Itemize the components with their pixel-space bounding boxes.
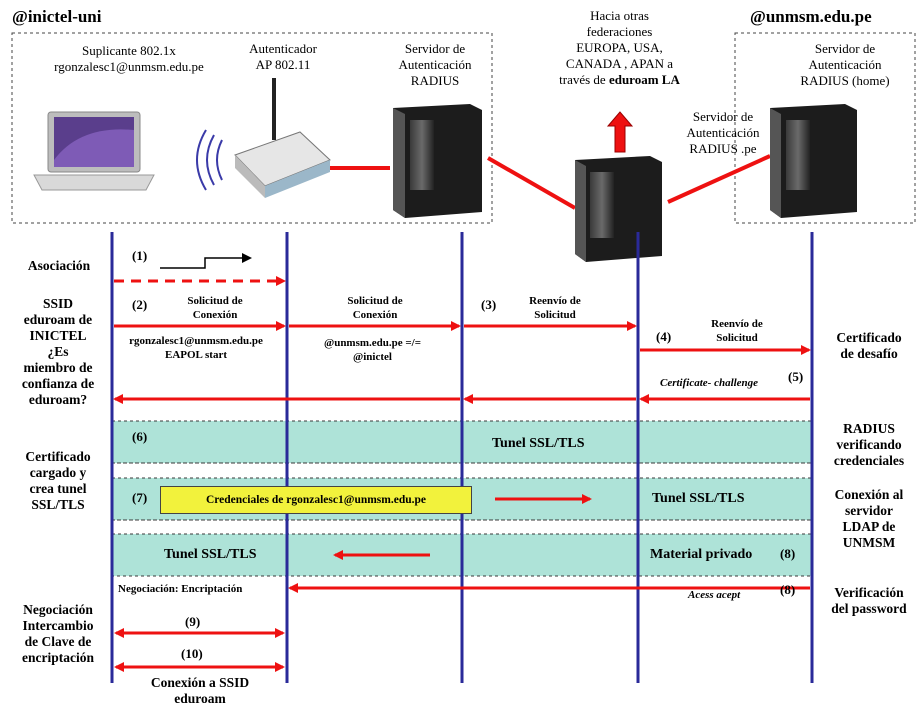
step-5: (5) [788, 369, 804, 384]
label-certificado-desafio: Certificado de desafío [836, 330, 902, 361]
step-1: (1) [132, 248, 148, 263]
step-8-tunnel: (8) [780, 546, 796, 561]
label-asociacion: Asociación [27, 258, 91, 273]
header-radius-pe: Servidor de Autenticación RADIUS .pe [686, 109, 760, 156]
header-suplicante: Suplicante 802.1x rgonzalesc1@unmsm.edu.… [54, 43, 204, 74]
msg-reenvio-2: Reenvío de Solicitud [711, 318, 763, 344]
laptop-icon [33, 111, 155, 191]
up-arrow-icon [606, 111, 634, 153]
server-radius-home-icon [770, 104, 857, 218]
msg-compare: @unmsm.edu.pe =/= @inictel [323, 337, 422, 363]
msg-negociacion: Negociación: Encriptación [118, 583, 243, 595]
label-certificado: Certificado cargado y crea tunel SSL/TLS [25, 449, 91, 512]
step-2: (2) [132, 297, 148, 312]
msg-solicitud-2: Solicitud de Conexión [347, 295, 403, 321]
label-radius-verificando: RADIUS verificando credenciales [833, 421, 905, 468]
label-password: Verificación del password [831, 585, 907, 616]
header-federaciones: Hacia otras federaciones EUROPA, USA, CA… [559, 8, 680, 87]
credentials-box: Credenciales de rgonzalesc1@unmsm.edu.pe [160, 486, 472, 514]
msg-reenvio-1: Reenvío de Solicitud [529, 295, 581, 321]
step-7: (7) [132, 490, 148, 505]
label-ssid: SSID eduroam de INICTEL ¿Es miembro de c… [21, 296, 95, 407]
step-9: (9) [185, 614, 201, 629]
msg-acess-accept: Acess acept [688, 589, 741, 601]
tunnel-label-6: Tunel SSL/TLS [492, 436, 585, 451]
access-point-icon [196, 78, 331, 198]
region-right-title: @unmsm.edu.pe [750, 7, 872, 26]
msg-user-eapol: rgonzalesc1@unmsm.edu.pe EAPOL start [129, 335, 263, 361]
header-autenticador: Autenticador AP 802.11 [249, 41, 317, 72]
step-3: (3) [481, 297, 497, 312]
msg-solicitud-1: Solicitud de Conexión [187, 295, 243, 321]
header-radius-home: Servidor de Autenticación RADIUS (home) [800, 41, 890, 88]
step-8-accept: (8) [780, 582, 796, 597]
label-negociacion: Negociación Intercambio de Clave de encr… [22, 602, 94, 665]
tunnel-label-8: Tunel SSL/TLS [164, 547, 257, 562]
inictel-box [11, 32, 493, 224]
region-left-title: @inictel-uni [12, 7, 102, 26]
lifelines [110, 232, 814, 683]
msg-challenge: Certificate- challenge [660, 377, 759, 389]
step-4: (4) [656, 329, 672, 344]
step-6: (6) [132, 429, 148, 444]
label-conexion: Conexión a SSID eduroam [150, 675, 250, 706]
step-10: (10) [181, 646, 203, 661]
tunnel-label-7: Tunel SSL/TLS [652, 491, 745, 506]
header-radius-local: Servidor de Autenticación RADIUS [398, 41, 472, 88]
material-privado-label: Material privado [650, 547, 753, 562]
server-radius-local-icon [393, 104, 482, 218]
association-signal [160, 253, 252, 269]
server-radius-pe-icon [575, 156, 662, 262]
network-links [325, 154, 771, 210]
unmsm-box [734, 32, 916, 224]
label-ldap: Conexión al servidor LDAP de UNMSM [834, 487, 904, 550]
